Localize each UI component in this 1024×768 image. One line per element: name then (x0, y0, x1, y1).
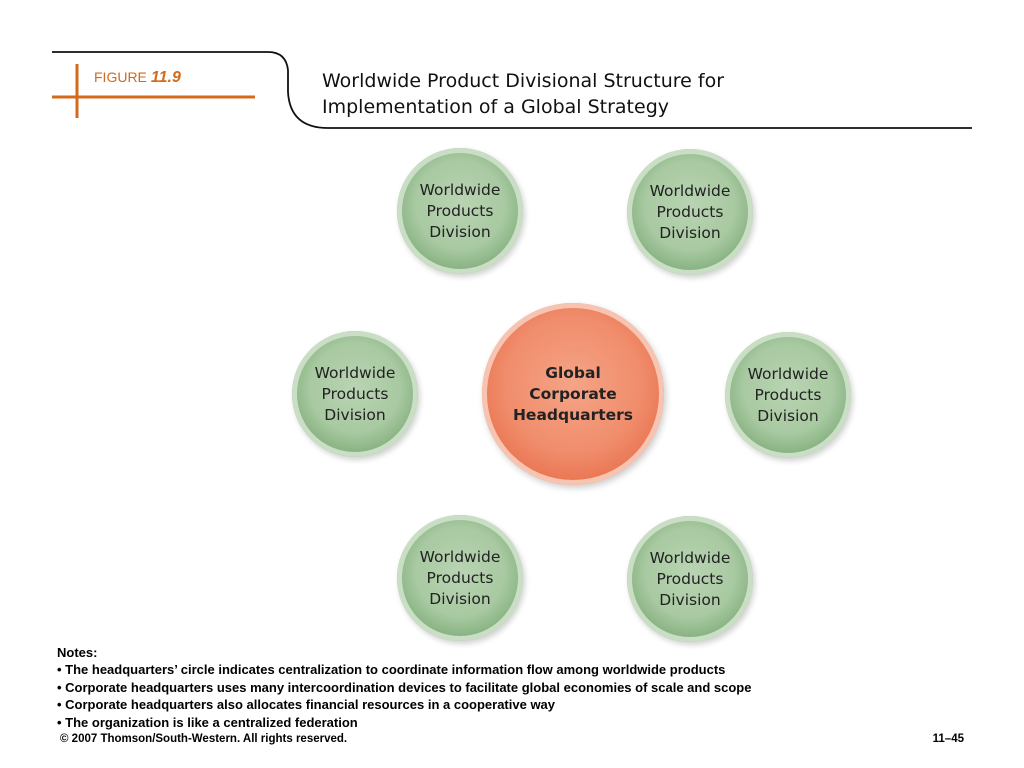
division-label-line: Products (754, 385, 822, 404)
notes-section: Notes: • The headquarters’ circle indica… (57, 644, 751, 731)
division-node-middle-right: Worldwide Products Division (725, 332, 851, 458)
division-node-top-right: Worldwide Products Division (627, 149, 753, 275)
division-label-line: Worldwide (649, 181, 731, 200)
division-label-line: Products (321, 384, 389, 403)
header-frame (52, 51, 972, 129)
title-line-1: Worldwide Product Divisional Structure f… (322, 70, 725, 92)
page-number: 11–45 (932, 733, 964, 745)
division-label-line: Division (659, 590, 721, 609)
division-label: Worldwide Products Division (640, 181, 740, 244)
note-item: • The organization is like a centralized… (57, 714, 358, 730)
division-node-middle-left: Worldwide Products Division (292, 331, 418, 457)
division-label-line: Products (426, 568, 494, 587)
division-label-line: Worldwide (649, 548, 731, 567)
division-label-line: Products (656, 569, 724, 588)
division-label-line: Worldwide (419, 547, 501, 566)
slide-title: Worldwide Product Divisional Structure f… (322, 68, 962, 120)
header-outline (52, 51, 972, 129)
division-label-line: Products (426, 201, 494, 220)
headquarters-label-line: Headquarters (512, 405, 634, 424)
note-item: • Corporate headquarters uses many inter… (57, 679, 752, 695)
division-label-line: Worldwide (747, 364, 829, 383)
headquarters-label: Global Corporate Headquarters (498, 363, 648, 426)
headquarters-label-line: Global (545, 363, 601, 382)
division-node-top-left: Worldwide Products Division (397, 148, 523, 274)
division-label-line: Division (757, 406, 819, 425)
division-label-line: Products (656, 202, 724, 221)
copyright-text: © 2007 Thomson/South-Western. All rights… (60, 733, 348, 745)
note-item: • Corporate headquarters also allocates … (57, 697, 556, 713)
note-item: • The headquarters’ circle indicates cen… (57, 662, 726, 678)
notes-heading: Notes: (57, 645, 98, 660)
division-label-line: Division (429, 589, 491, 608)
title-line-2: Implementation of a Global Strategy (322, 96, 670, 118)
division-label: Worldwide Products Division (738, 364, 838, 427)
division-label-line: Worldwide (419, 180, 501, 199)
headquarters-label-line: Corporate (529, 384, 617, 403)
figure-word: FIGURE (94, 69, 147, 85)
division-label: Worldwide Products Division (410, 547, 510, 610)
division-label: Worldwide Products Division (305, 363, 405, 426)
headquarters-node: Global Corporate Headquarters (482, 303, 664, 485)
division-node-bottom-right: Worldwide Products Division (627, 516, 753, 642)
division-label-line: Division (429, 222, 491, 241)
division-label-line: Division (324, 405, 386, 424)
division-label: Worldwide Products Division (640, 548, 740, 611)
figure-number: 11.9 (150, 69, 181, 86)
division-label-line: Worldwide (314, 363, 396, 382)
division-node-bottom-left: Worldwide Products Division (397, 515, 523, 641)
division-label: Worldwide Products Division (410, 180, 510, 243)
division-label-line: Division (659, 223, 721, 242)
